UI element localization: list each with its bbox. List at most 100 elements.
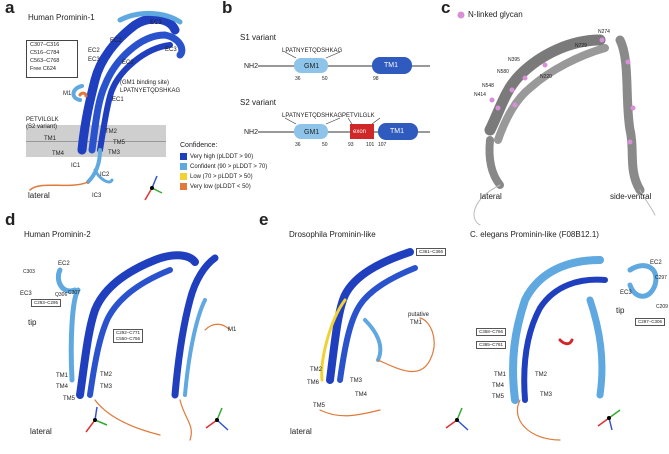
label-motif: LPATNYETQDSHKAG xyxy=(120,88,181,94)
s2-sequence: LPATNYETQDSHKAG xyxy=(282,113,343,119)
label-putative-tm1: TM1 xyxy=(410,320,422,326)
legend-item: Very low (pLDDT < 50) xyxy=(180,183,251,190)
glycan-label: N395 xyxy=(508,57,520,63)
legend-swatch xyxy=(180,183,187,190)
legend-title: Confidence: xyxy=(180,142,218,149)
label-m1-d: M1 xyxy=(228,327,237,333)
view-label-lateral-d: lateral xyxy=(30,427,52,436)
panel-label-d: d xyxy=(5,210,16,229)
label-tm2: TM2 xyxy=(105,129,117,135)
s1-gm-domain: GM1 xyxy=(304,63,320,70)
legend-swatch xyxy=(180,163,187,170)
legend-item: Confident (90 > pLDDT > 70) xyxy=(180,163,267,170)
s2-pos: 101 xyxy=(366,142,375,148)
label-ec2-c: EC2 xyxy=(650,260,662,266)
cbox-dro: C361–C366 xyxy=(416,248,447,256)
s2-variant-title: S2 variant xyxy=(240,98,277,107)
s2-pos: 107 xyxy=(378,142,387,148)
label-tm1: TM1 xyxy=(44,136,56,142)
s1-tm-domain: TM1 xyxy=(384,62,398,69)
s2-tm-domain: TM1 xyxy=(390,128,404,135)
label-tm4: TM4 xyxy=(52,151,64,157)
panel-e-title-drosophila: Drosophila Prominin-like xyxy=(289,230,376,239)
view-label-lateral: lateral xyxy=(28,191,50,200)
cbox-cel-bottom: C385–C781 xyxy=(476,341,507,349)
label-ec3: EC3 xyxy=(165,47,177,53)
legend-label: Low (70 > pLDDT > 50) xyxy=(190,173,253,180)
label-tm6-e: TM6 xyxy=(307,380,319,386)
s2-gm-domain: GM1 xyxy=(304,129,320,136)
label-putative: putative xyxy=(408,312,430,318)
panel-label-c: c xyxy=(441,0,451,17)
label-tip-d: tip xyxy=(28,318,37,327)
s1-sequence: LPATNYETQDSHKAG xyxy=(282,48,343,54)
legend-swatch xyxy=(180,153,187,160)
disulfide-entry: Free C624 xyxy=(30,66,56,72)
label-c303: C303 xyxy=(23,269,35,275)
s2-sequence-exon: PETVILGLK xyxy=(342,113,375,119)
label-tm5: TM5 xyxy=(113,140,125,146)
cbox-entry: C292–C771 xyxy=(116,330,141,335)
label-ec2: EC2 xyxy=(110,38,122,44)
label-tm2-e: TM2 xyxy=(310,367,322,373)
view-label-lateral-e: lateral xyxy=(290,427,312,436)
label-tm3: TM3 xyxy=(108,150,120,156)
cbox-entry: C550–C756 xyxy=(116,336,141,341)
s1-nh2: NH2 xyxy=(244,63,259,70)
s1-pos: 36 xyxy=(295,76,301,82)
label-tm3-d: TM3 xyxy=(100,384,112,390)
label-tm5-d: TM5 xyxy=(63,396,75,402)
view-label-side-ventral: side-ventral xyxy=(610,192,652,201)
label-ec3: EC3 xyxy=(150,20,162,26)
s2-pos: 50 xyxy=(322,142,328,148)
s1-variant-title: S1 variant xyxy=(240,33,277,42)
label-tm3-c: TM3 xyxy=(540,392,552,398)
label-m1: M1 xyxy=(63,91,72,97)
panel-a-title: Human Prominin-1 xyxy=(28,13,95,22)
glycan-label: N548 xyxy=(482,83,494,89)
disulfide-entry: C516–C784 xyxy=(30,50,60,56)
label-tm5-c: TM5 xyxy=(492,394,504,400)
s2-exon: exon xyxy=(353,129,367,135)
legend-item: Very high (pLDDT > 90) xyxy=(180,153,253,160)
legend-item: Low (70 > pLDDT > 50) xyxy=(180,173,253,180)
panel-label-e: e xyxy=(259,210,269,229)
s1-pos: 50 xyxy=(322,76,328,82)
view-label-lateral-c: lateral xyxy=(480,192,502,201)
label-tm3-e: TM3 xyxy=(350,378,362,384)
glycan-legend-label: N-linked glycan xyxy=(468,10,523,19)
legend-label: Very low (pLDDT < 50) xyxy=(190,183,251,190)
label-ec2-d: EC2 xyxy=(58,261,70,267)
label-tm4-c: TM4 xyxy=(492,383,504,389)
glycan-label: N414 xyxy=(474,92,486,98)
s2-pos: 36 xyxy=(295,142,301,148)
s2-pos: 93 xyxy=(348,142,354,148)
label-tm4-e: TM4 xyxy=(355,392,367,398)
axis-triad-a xyxy=(144,175,163,201)
disulfide-box: C307–C316 C516–C784 C563–C768 Free C624 xyxy=(26,40,78,78)
label-tip-c: tip xyxy=(616,306,625,315)
legend-label: Very high (pLDDT > 90) xyxy=(190,153,254,160)
label-ic1: IC1 xyxy=(71,163,81,169)
label-ec3: EC3 xyxy=(88,57,100,63)
cbox-d-top: C293–C295 xyxy=(31,299,62,307)
cbox-d-mid: C292–C771 C550–C756 xyxy=(113,329,144,343)
s2-nh2: NH2 xyxy=(244,129,259,136)
s1-pos: 98 xyxy=(373,76,379,82)
panel-label-b: b xyxy=(222,0,233,17)
cbox-cel-tip: C297–C306 xyxy=(635,318,666,326)
label-tm2-c: TM2 xyxy=(535,372,547,378)
glycan-label: N729 xyxy=(575,43,587,49)
label-petv: PETVILGLK xyxy=(26,117,59,123)
label-c209: C209 xyxy=(656,304,668,310)
label-tm1-c: TM1 xyxy=(494,372,506,378)
cbox-cel-top: C358–C766 xyxy=(476,328,507,336)
disulfide-entry: C307–C316 xyxy=(30,42,60,48)
label-ec2: EC2 xyxy=(122,60,134,66)
